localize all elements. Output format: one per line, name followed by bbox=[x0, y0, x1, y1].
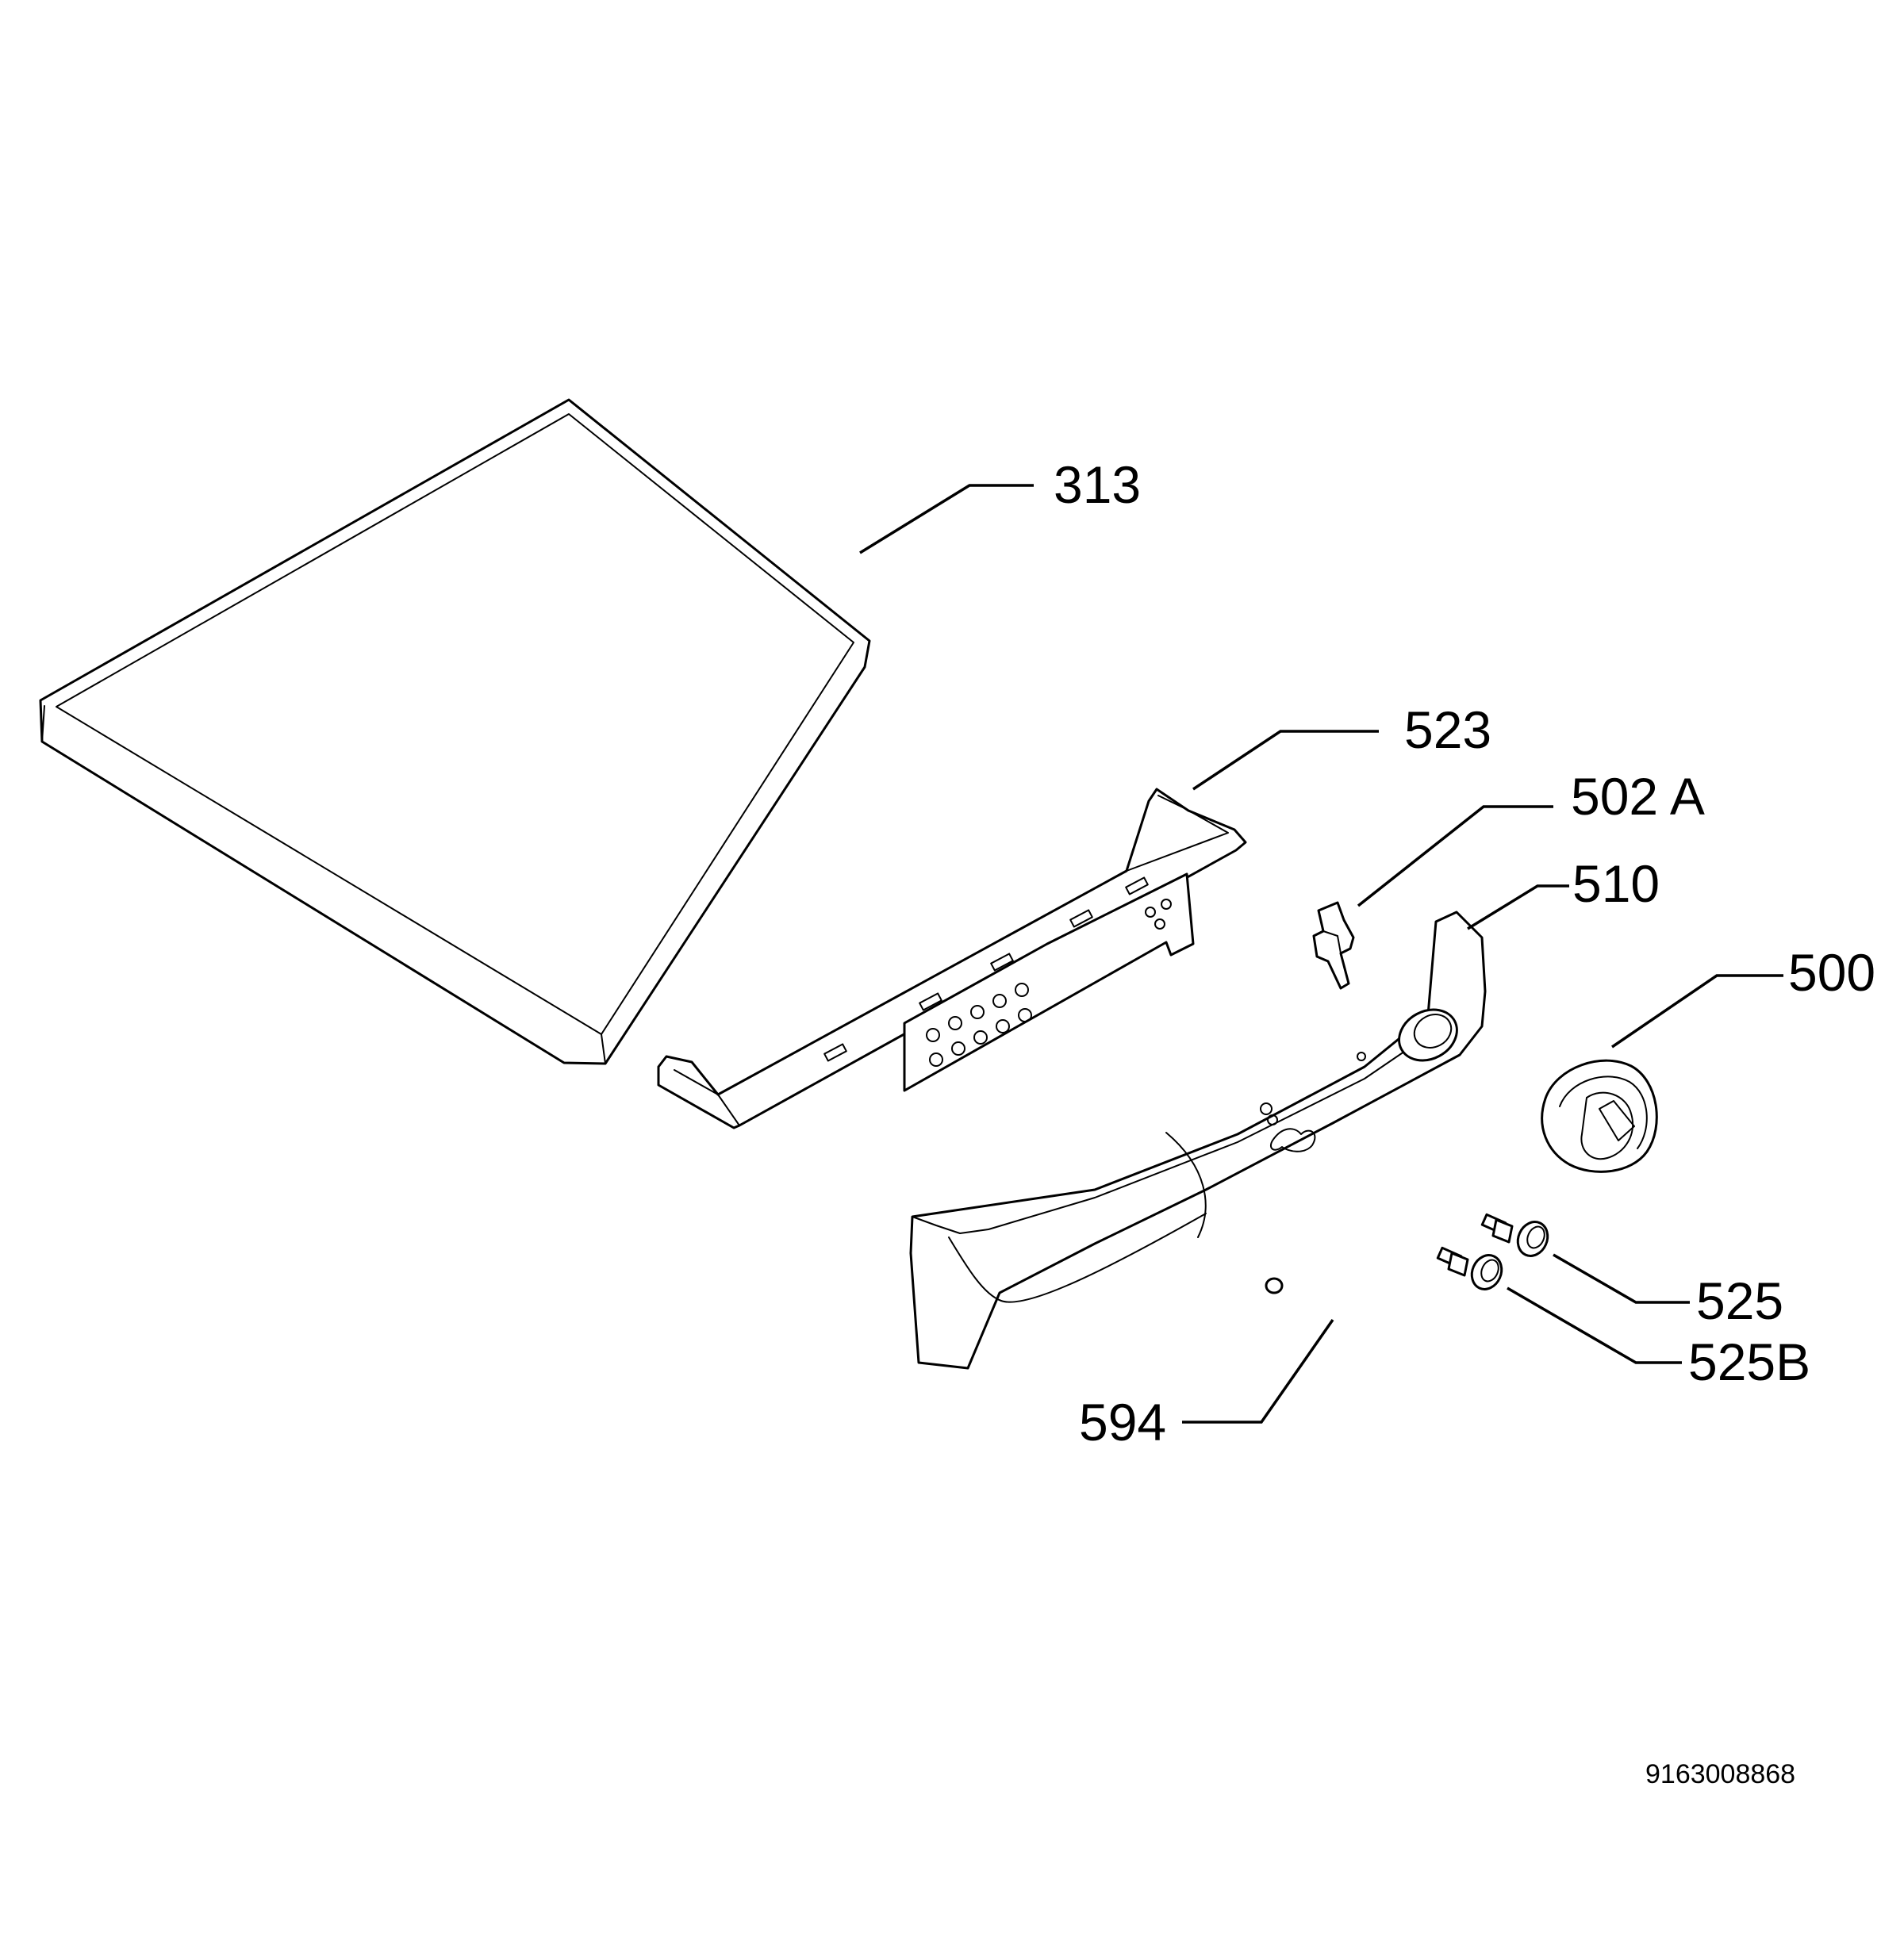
part-523-panel-bracket bbox=[657, 788, 1247, 1129]
part-594-plug bbox=[1265, 1277, 1284, 1294]
callout-500: 500 bbox=[1788, 943, 1875, 1002]
part-510-control-panel bbox=[909, 911, 1487, 1370]
leader-594 bbox=[1182, 1318, 1334, 1424]
callout-525: 525 bbox=[1696, 1271, 1783, 1330]
callout-502a: 502 A bbox=[1571, 767, 1705, 826]
callout-510: 510 bbox=[1572, 854, 1660, 913]
leader-525 bbox=[1553, 1253, 1690, 1304]
bracket-clip-slots bbox=[823, 876, 1149, 1062]
leader-500 bbox=[1611, 974, 1783, 1049]
callout-523: 523 bbox=[1404, 700, 1491, 759]
part-525-button bbox=[1480, 1213, 1549, 1257]
leader-525b bbox=[1507, 1286, 1682, 1364]
part-525b-button bbox=[1436, 1246, 1503, 1290]
leader-510 bbox=[1467, 884, 1569, 930]
callout-525b: 525B bbox=[1688, 1332, 1810, 1391]
leader-313 bbox=[859, 484, 1034, 554]
callout-594: 594 bbox=[1079, 1393, 1166, 1451]
bracket-vent-holes bbox=[926, 899, 1172, 1067]
part-502a-clip bbox=[1312, 901, 1355, 990]
part-313-top-cover bbox=[39, 398, 871, 1065]
leader-lines bbox=[859, 484, 1783, 1424]
leader-523 bbox=[1192, 730, 1379, 791]
callout-313: 313 bbox=[1054, 455, 1141, 514]
document-number: 9163008868 bbox=[1645, 1759, 1795, 1789]
leader-502a bbox=[1357, 805, 1553, 907]
part-500-knob bbox=[1541, 1059, 1658, 1173]
